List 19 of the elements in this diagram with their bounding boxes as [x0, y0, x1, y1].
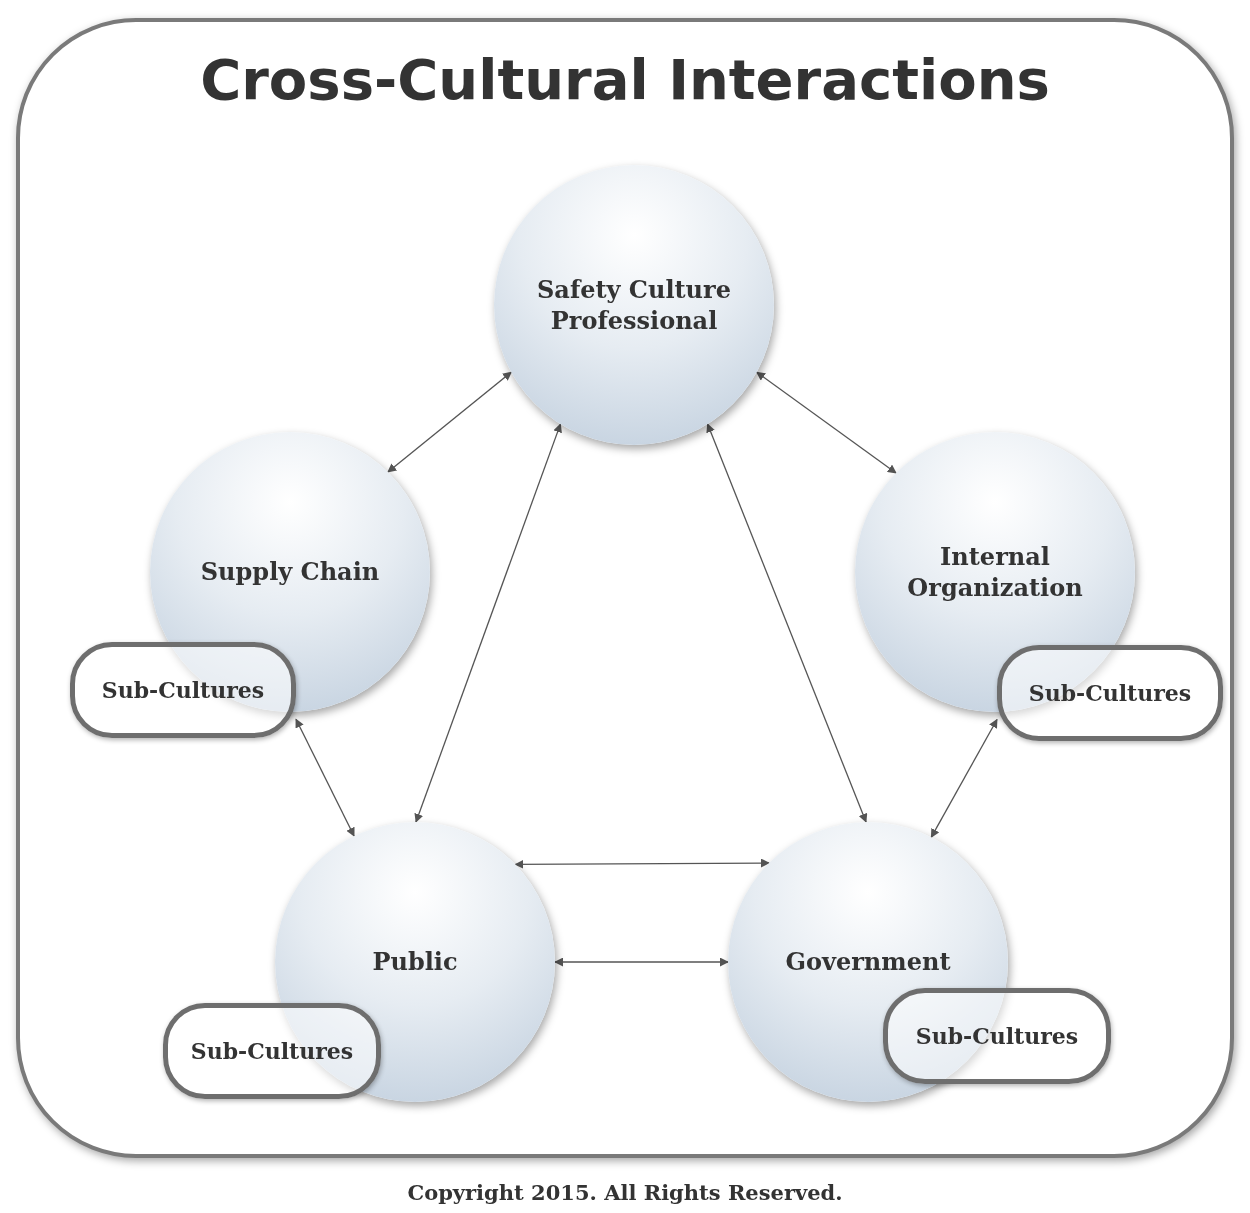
- node-label: Supply Chain: [200, 556, 380, 588]
- copyright-note: Copyright 2015. All Rights Reserved.: [406, 1180, 844, 1205]
- title: Cross-Cultural Interactions: [199, 52, 1051, 108]
- double-arrow: [295, 718, 355, 837]
- double-arrow: [554, 957, 729, 967]
- double-arrow: [756, 371, 897, 474]
- pill-label: Sub-Cultures: [70, 642, 296, 738]
- node-label: Government: [784, 946, 952, 978]
- double-arrow: [706, 423, 868, 823]
- node-label: Internal Organization: [906, 540, 1084, 604]
- pill-label: Sub-Cultures: [163, 1003, 381, 1099]
- double-arrow: [930, 718, 998, 838]
- double-arrow: [387, 371, 512, 473]
- node-label: Safety Culture Professional: [536, 273, 732, 337]
- double-arrow: [514, 858, 770, 869]
- double-arrow: [414, 423, 562, 823]
- pill-label: Sub-Cultures: [883, 988, 1111, 1084]
- pill-label: Sub-Cultures: [997, 645, 1223, 741]
- node-label: Public: [371, 946, 459, 978]
